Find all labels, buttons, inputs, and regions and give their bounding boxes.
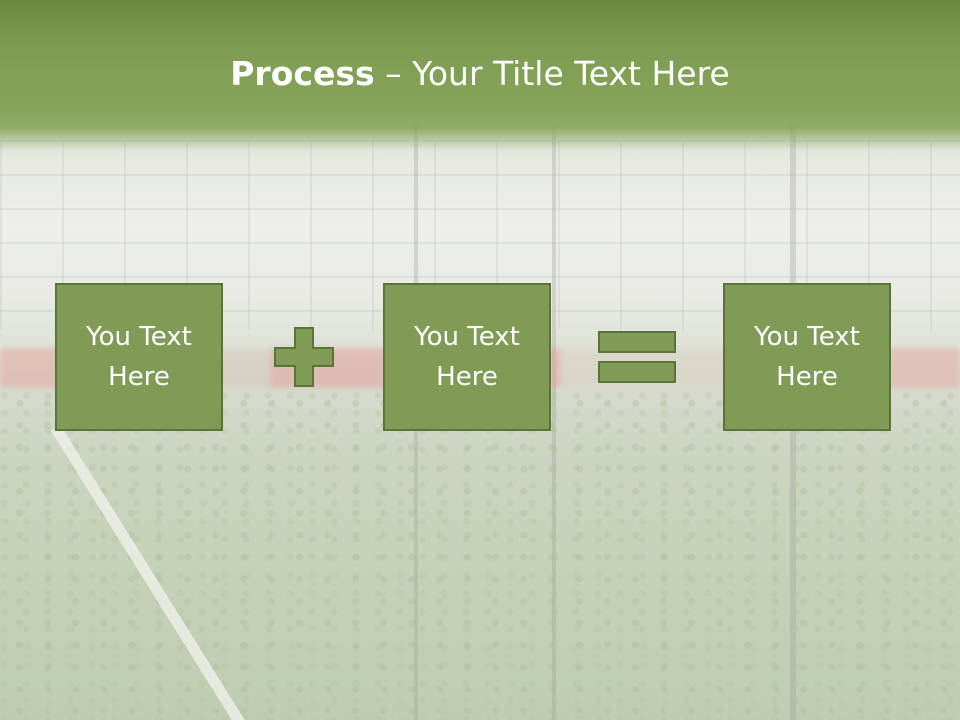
bench-rail [0, 430, 330, 720]
process-box-3-line-2: Here [776, 362, 838, 392]
title-rest: – Your Title Text Here [374, 54, 730, 93]
plus-icon [274, 327, 334, 387]
title-strong: Process [230, 54, 375, 93]
process-box-1-line-2: Here [108, 362, 170, 392]
process-box-2-line-2: Here [436, 362, 498, 392]
slide-title[interactable]: Process – Your Title Text Here [0, 52, 960, 96]
process-box-3[interactable]: You Text Here [723, 283, 891, 431]
equals-icon [598, 331, 676, 383]
title-band [0, 0, 960, 150]
process-box-1[interactable]: You Text Here [55, 283, 223, 431]
process-box-2-line-1: You Text [414, 322, 520, 352]
process-box-1-line-1: You Text [86, 322, 192, 352]
process-box-3-line-1: You Text [754, 322, 860, 352]
process-box-2[interactable]: You Text Here [383, 283, 551, 431]
